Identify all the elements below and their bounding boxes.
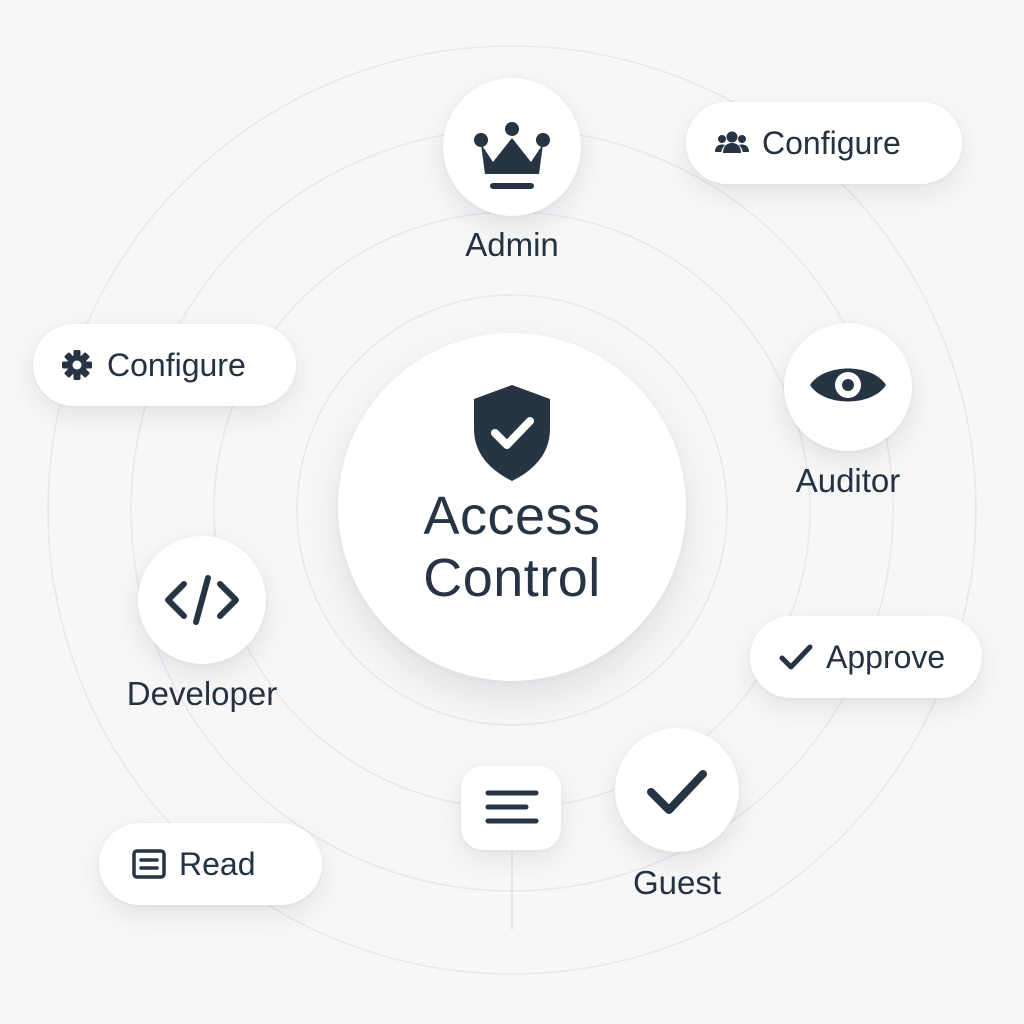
read-label: Read xyxy=(179,845,256,882)
auditor-label: Auditor xyxy=(795,462,901,499)
approve-label: Approve xyxy=(826,638,946,675)
hub-title-line-2: Control xyxy=(423,548,601,608)
text-lines-node[interactable] xyxy=(461,766,561,850)
developer-role-node[interactable] xyxy=(138,536,266,664)
checkmark-icon xyxy=(647,770,707,814)
auditor-role-node[interactable] xyxy=(784,323,912,451)
configure-permission-pill-left[interactable]: Configure xyxy=(33,324,296,406)
shield-check-icon xyxy=(474,385,550,481)
eye-icon xyxy=(810,368,886,402)
developer-label: Developer xyxy=(126,675,278,712)
crown-icon xyxy=(474,122,550,189)
guest-role-node[interactable] xyxy=(615,728,739,852)
admin-role-node[interactable] xyxy=(443,78,581,216)
configure-left-label: Configure xyxy=(107,346,246,383)
admin-label: Admin xyxy=(465,226,559,263)
code-icon xyxy=(165,575,239,625)
approve-permission-pill[interactable]: Approve xyxy=(750,616,982,698)
configure-top-label: Configure xyxy=(762,124,901,161)
text-lines-icon xyxy=(485,790,539,824)
hub-title-line-1: Access xyxy=(423,486,601,546)
users-icon xyxy=(714,125,750,161)
document-icon xyxy=(131,846,167,882)
read-permission-pill[interactable]: Read xyxy=(99,823,322,905)
gear-icon xyxy=(59,347,95,383)
configure-permission-pill-top[interactable]: Configure xyxy=(686,102,962,184)
guest-label: Guest xyxy=(632,864,722,901)
hub-title: Access Control xyxy=(338,485,686,609)
checkmark-icon xyxy=(778,639,814,675)
access-control-hub: Access Control xyxy=(338,333,686,681)
